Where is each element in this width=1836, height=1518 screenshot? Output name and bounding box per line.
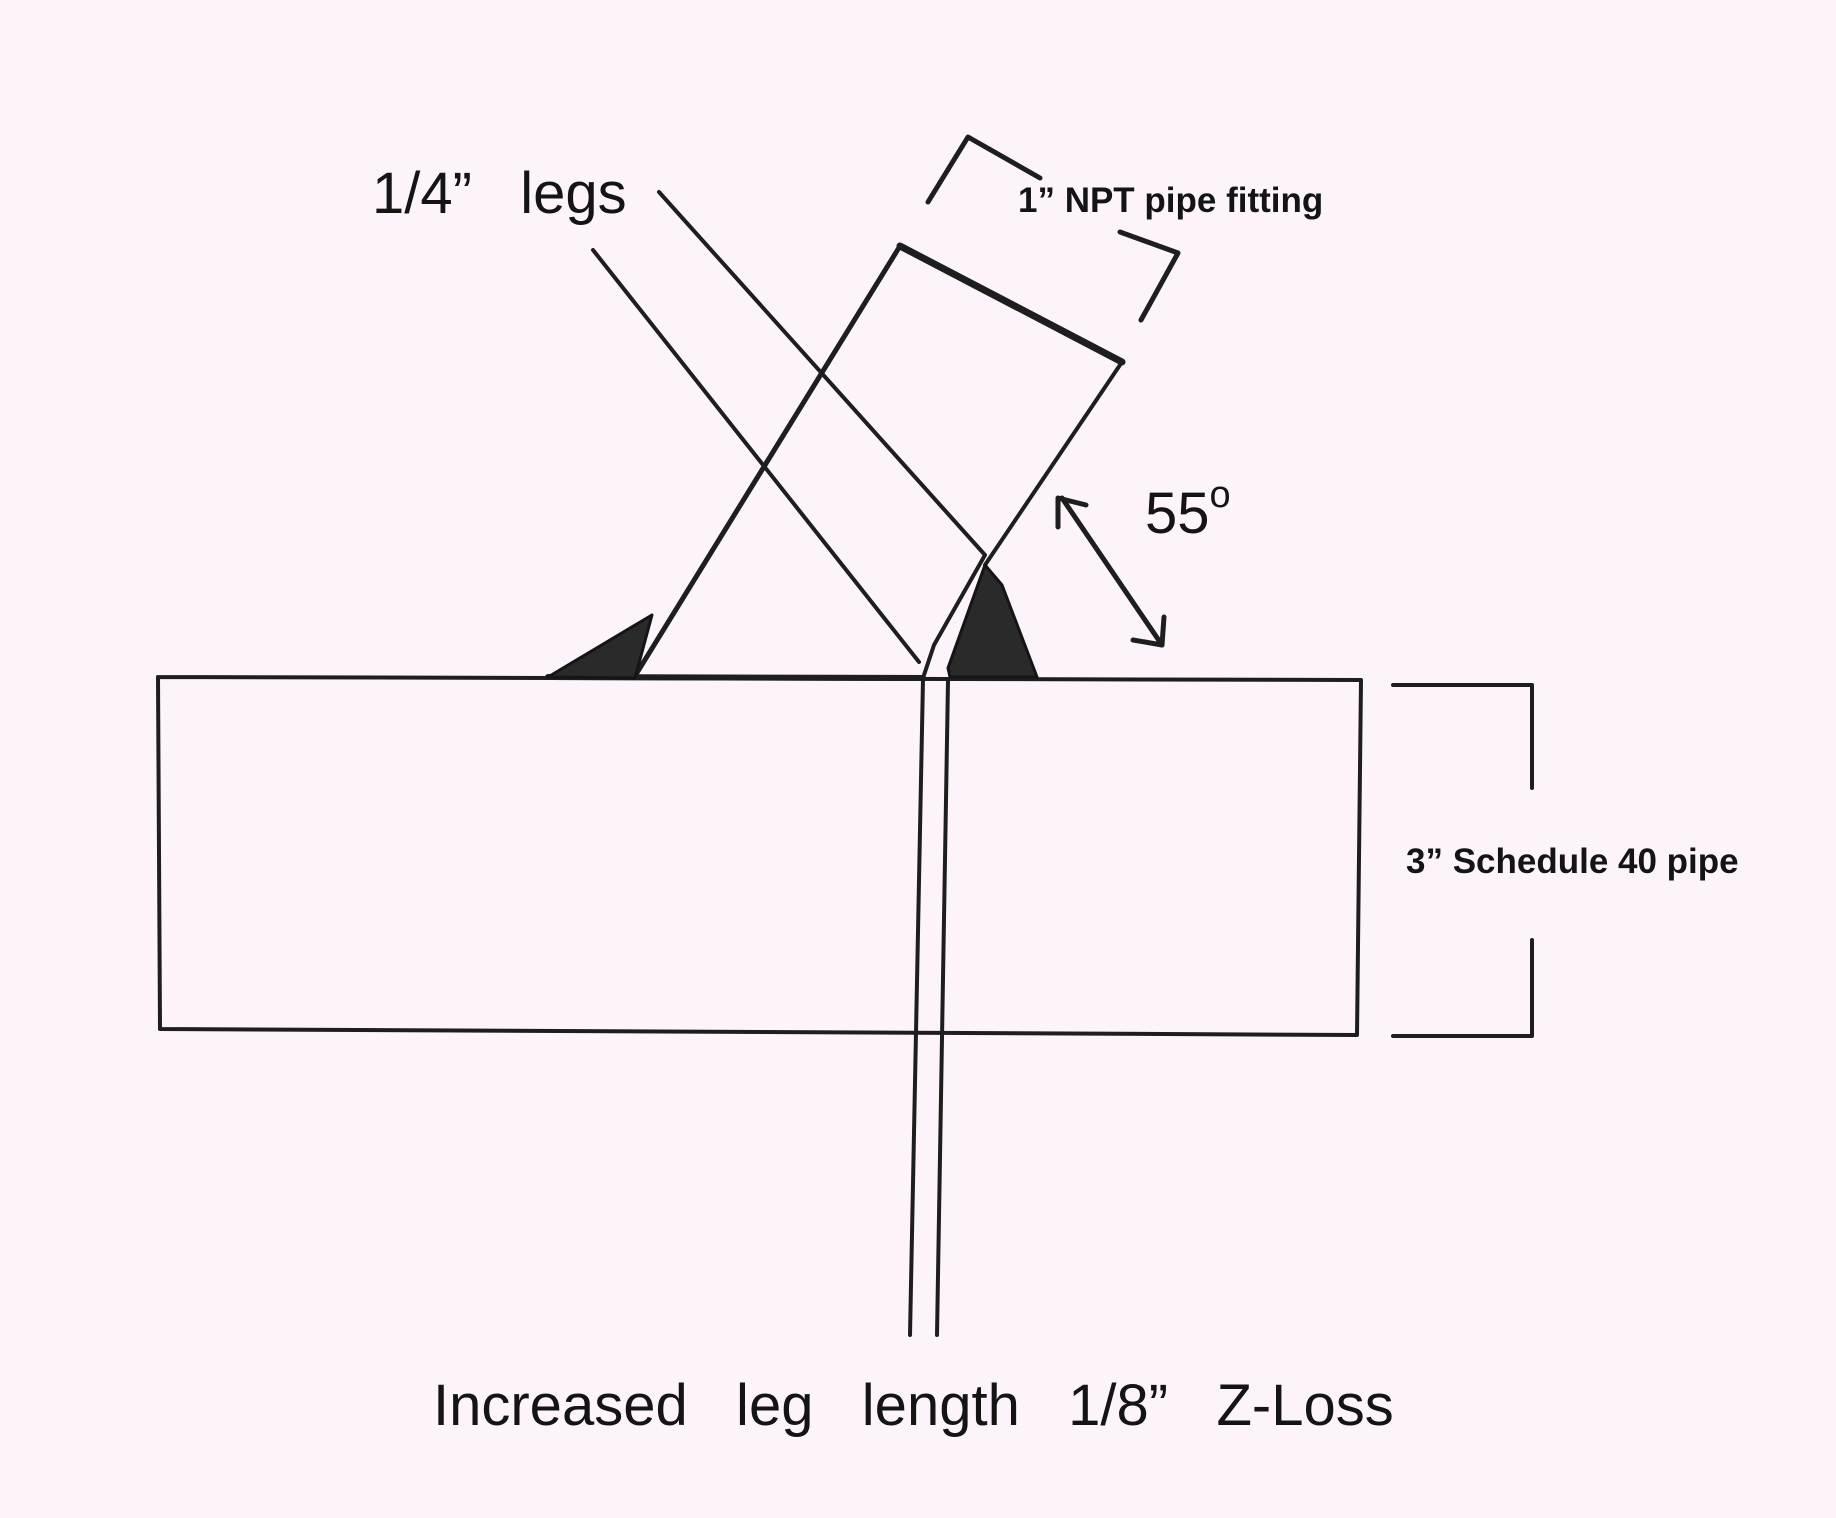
- pipe-label: 3” Schedule 40 pipe: [1406, 842, 1739, 881]
- npt-fitting: [545, 242, 1126, 681]
- fitting-left-wall: [632, 243, 903, 679]
- caption: Increased leg length 1/8” Z-Loss: [433, 1373, 1394, 1438]
- angle-arrowhead-top: [1055, 495, 1089, 530]
- leg-leaders: [591, 190, 987, 680]
- weld-bead-left: [546, 613, 654, 680]
- fitting-top-end: [896, 242, 1126, 366]
- leg-leader-left: [591, 248, 921, 664]
- fitting-bracket-right: [1117, 229, 1181, 323]
- angle-value: 55: [1145, 481, 1210, 546]
- angle-arrow: [1055, 495, 1167, 648]
- main-pipe-outline: [156, 675, 1363, 1037]
- pipe-bracket-bottom: [1391, 938, 1534, 1038]
- fitting-bracket-left: [925, 134, 1043, 205]
- angle-arrow-shaft: [1059, 495, 1165, 648]
- legs-label: 1/4” legs: [372, 161, 627, 226]
- pipe-bracket-top: [1391, 683, 1534, 790]
- reference-line-right: [935, 679, 950, 1337]
- angle-label: 55o: [1145, 474, 1231, 546]
- main-pipe: [156, 675, 1363, 1037]
- reference-line-left: [908, 677, 925, 1337]
- fitting-label: 1” NPT pipe fitting: [1018, 181, 1323, 220]
- angle-arrowhead-bottom: [1130, 614, 1167, 648]
- leg-leader-right: [657, 190, 987, 680]
- angle-degree-mark: o: [1210, 474, 1231, 516]
- weld-bead-right: [946, 563, 1039, 679]
- fitting-right-wall: [983, 360, 1124, 567]
- reference-lines: [908, 677, 950, 1337]
